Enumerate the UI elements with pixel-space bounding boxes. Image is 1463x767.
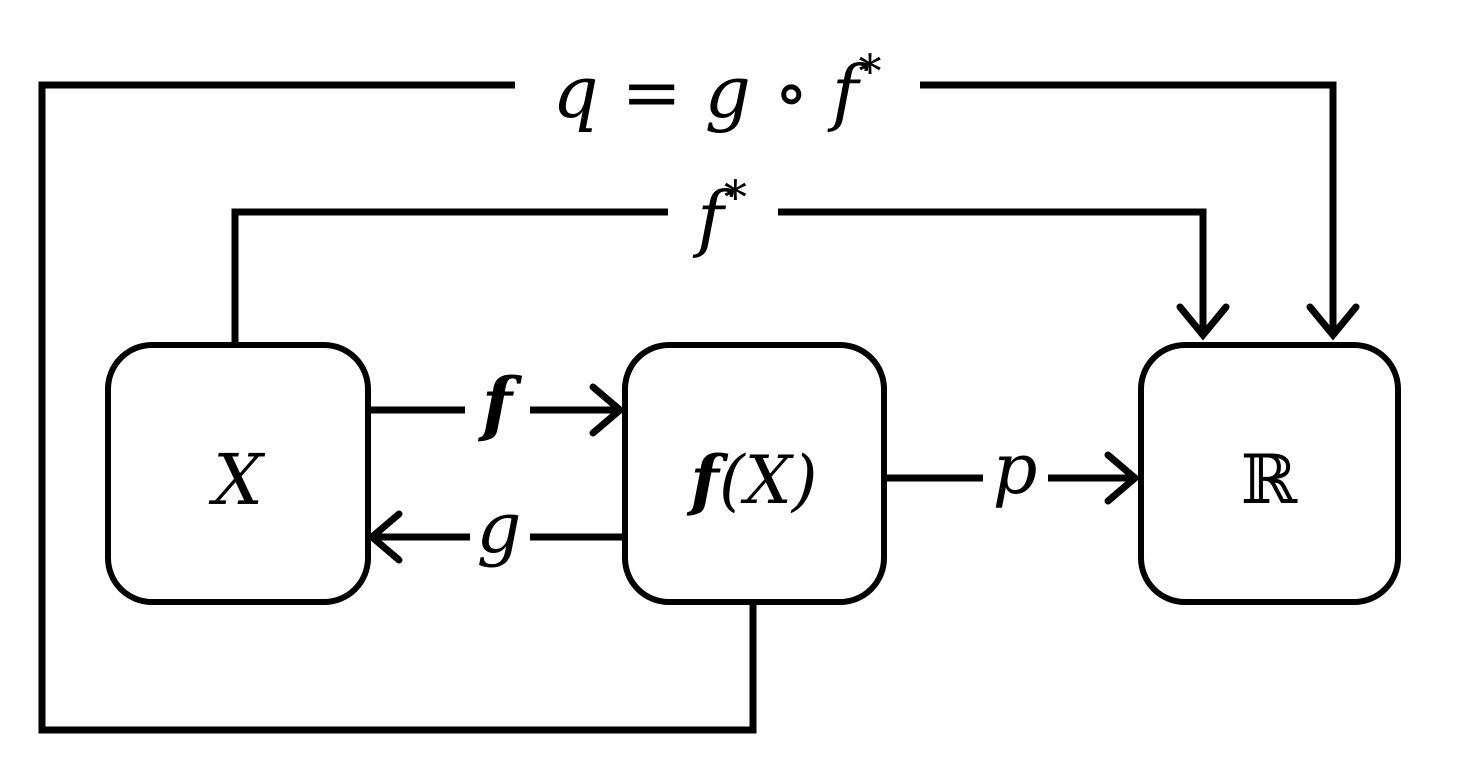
node-x-label: X <box>208 439 266 521</box>
node-r: ℝ <box>1138 342 1401 605</box>
node-fx: f(X) <box>622 342 887 605</box>
edge-p-label: p <box>993 428 1038 510</box>
edge-q-label: q = g ∘ f* <box>553 44 882 134</box>
edge-fstar-label: f* <box>692 170 747 260</box>
node-fx-label: f(X) <box>687 441 818 519</box>
node-x: X <box>105 342 371 605</box>
node-r-label: ℝ <box>1241 441 1298 520</box>
edge-q <box>38 81 1360 734</box>
edge-g-label: g <box>477 487 522 569</box>
